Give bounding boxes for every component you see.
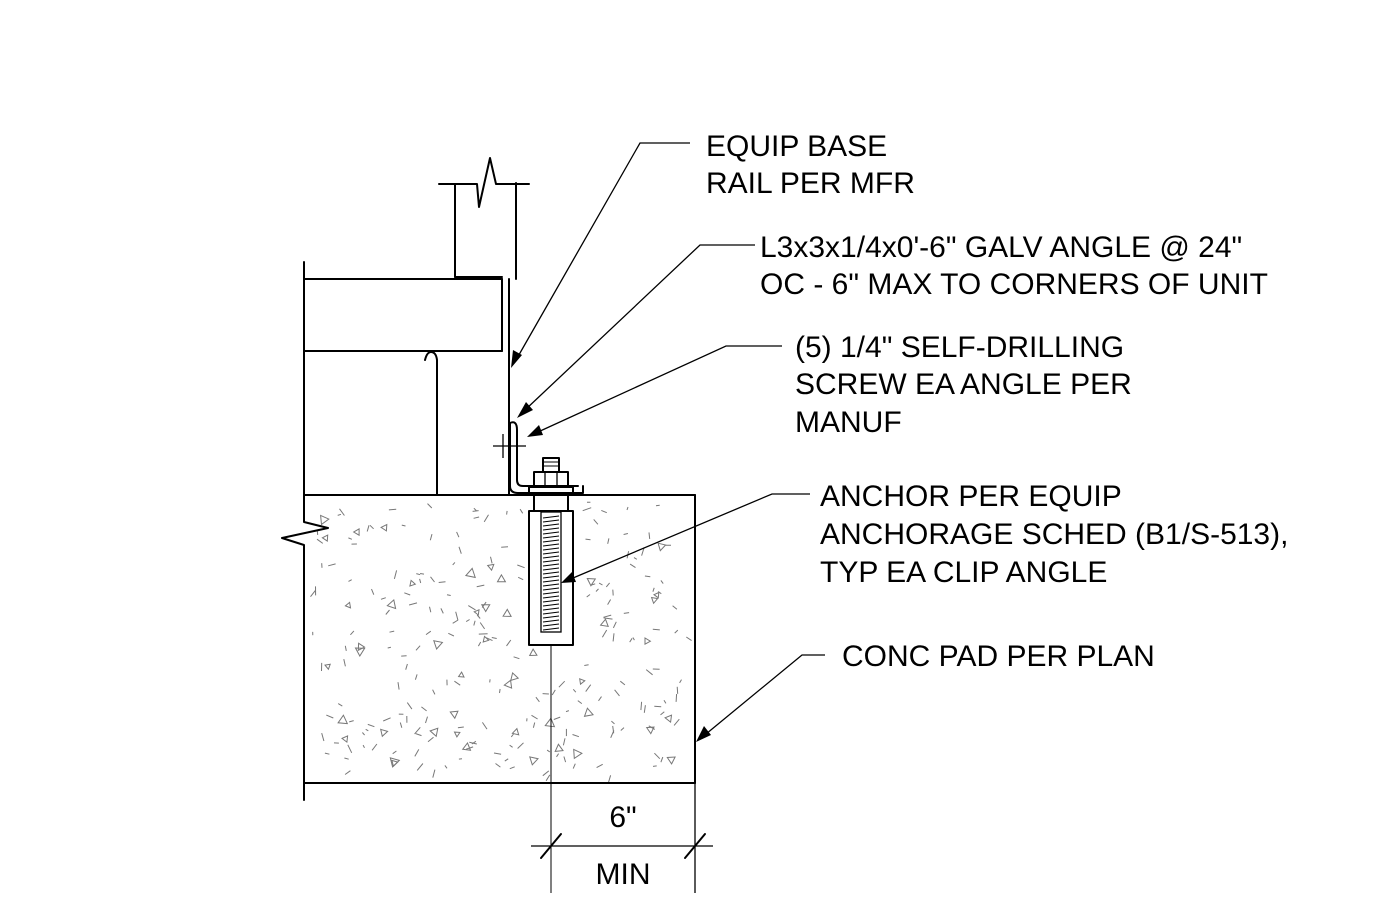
svg-text:EQUIP BASE: EQUIP BASE bbox=[706, 130, 887, 163]
note-line: RAIL PER MFR bbox=[706, 167, 915, 200]
svg-text:CONC PAD PER PLAN: CONC PAD PER PLAN bbox=[842, 640, 1155, 673]
svg-text:(5) 1/4" SELF-DRILLING: (5) 1/4" SELF-DRILLING bbox=[795, 331, 1124, 364]
note-anchor: ANCHOR PER EQUIP ANCHORAGE SCHED (B1/S-5… bbox=[820, 480, 1288, 589]
note-pad: CONC PAD PER PLAN bbox=[842, 640, 1155, 673]
note-line: OC - 6" MAX TO CORNERS OF UNIT bbox=[760, 268, 1268, 301]
note-equip-base: EQUIP BASE RAIL PER MFR bbox=[706, 130, 915, 200]
leader-pad bbox=[696, 654, 825, 742]
note-line: ANCHOR PER EQUIP bbox=[820, 480, 1122, 513]
svg-text:RAIL PER MFR: RAIL PER MFR bbox=[706, 167, 915, 200]
leader-anchor bbox=[561, 493, 810, 583]
note-screw: (5) 1/4" SELF-DRILLING SCREW EA ANGLE PE… bbox=[795, 331, 1132, 439]
concrete-stipple bbox=[310, 501, 692, 784]
note-line: ANCHORAGE SCHED (B1/S-513), bbox=[820, 518, 1288, 551]
concrete-pad bbox=[303, 494, 696, 784]
break-line-left bbox=[281, 261, 329, 801]
note-line: EQUIP BASE bbox=[706, 130, 887, 163]
dimension-6in: 6" MIN bbox=[531, 783, 713, 893]
note-line: CONC PAD PER PLAN bbox=[842, 640, 1155, 673]
leader-screw bbox=[527, 345, 782, 437]
note-line: TYP EA CLIP ANGLE bbox=[820, 556, 1107, 589]
anchor-threads bbox=[542, 515, 560, 631]
equipment-base-rail bbox=[303, 157, 530, 496]
anchor-bolt bbox=[528, 457, 574, 893]
dimension-qualifier: MIN bbox=[596, 858, 651, 891]
dimension-value: 6" bbox=[609, 801, 636, 834]
leader-galv-angle bbox=[517, 244, 755, 418]
svg-text:ANCHOR PER EQUIP: ANCHOR PER EQUIP bbox=[820, 480, 1122, 513]
svg-text:MANUF: MANUF bbox=[795, 406, 902, 439]
note-line: L3x3x1/4x0'-6" GALV ANGLE @ 24" bbox=[760, 231, 1242, 264]
svg-text:SCREW EA ANGLE PER: SCREW EA ANGLE PER bbox=[795, 368, 1132, 401]
note-line: SCREW EA ANGLE PER bbox=[795, 368, 1132, 401]
note-line: (5) 1/4" SELF-DRILLING bbox=[795, 331, 1124, 364]
leader-equip-base bbox=[511, 142, 690, 368]
svg-text:TYP EA CLIP ANGLE: TYP EA CLIP ANGLE bbox=[820, 556, 1107, 589]
note-line: MANUF bbox=[795, 406, 902, 439]
self-drilling-screw bbox=[493, 434, 526, 458]
note-galv-angle: L3x3x1/4x0'-6" GALV ANGLE @ 24" OC - 6" … bbox=[760, 231, 1268, 301]
svg-text:L3x3x1/4x0'-6" GALV ANGLE @ 24: L3x3x1/4x0'-6" GALV ANGLE @ 24" bbox=[760, 231, 1242, 264]
svg-text:OC - 6" MAX TO CORNERS OF UNIT: OC - 6" MAX TO CORNERS OF UNIT bbox=[760, 268, 1268, 301]
svg-text:ANCHORAGE SCHED (B1/S-513),: ANCHORAGE SCHED (B1/S-513), bbox=[820, 518, 1288, 551]
galv-clip-angle bbox=[509, 421, 584, 494]
